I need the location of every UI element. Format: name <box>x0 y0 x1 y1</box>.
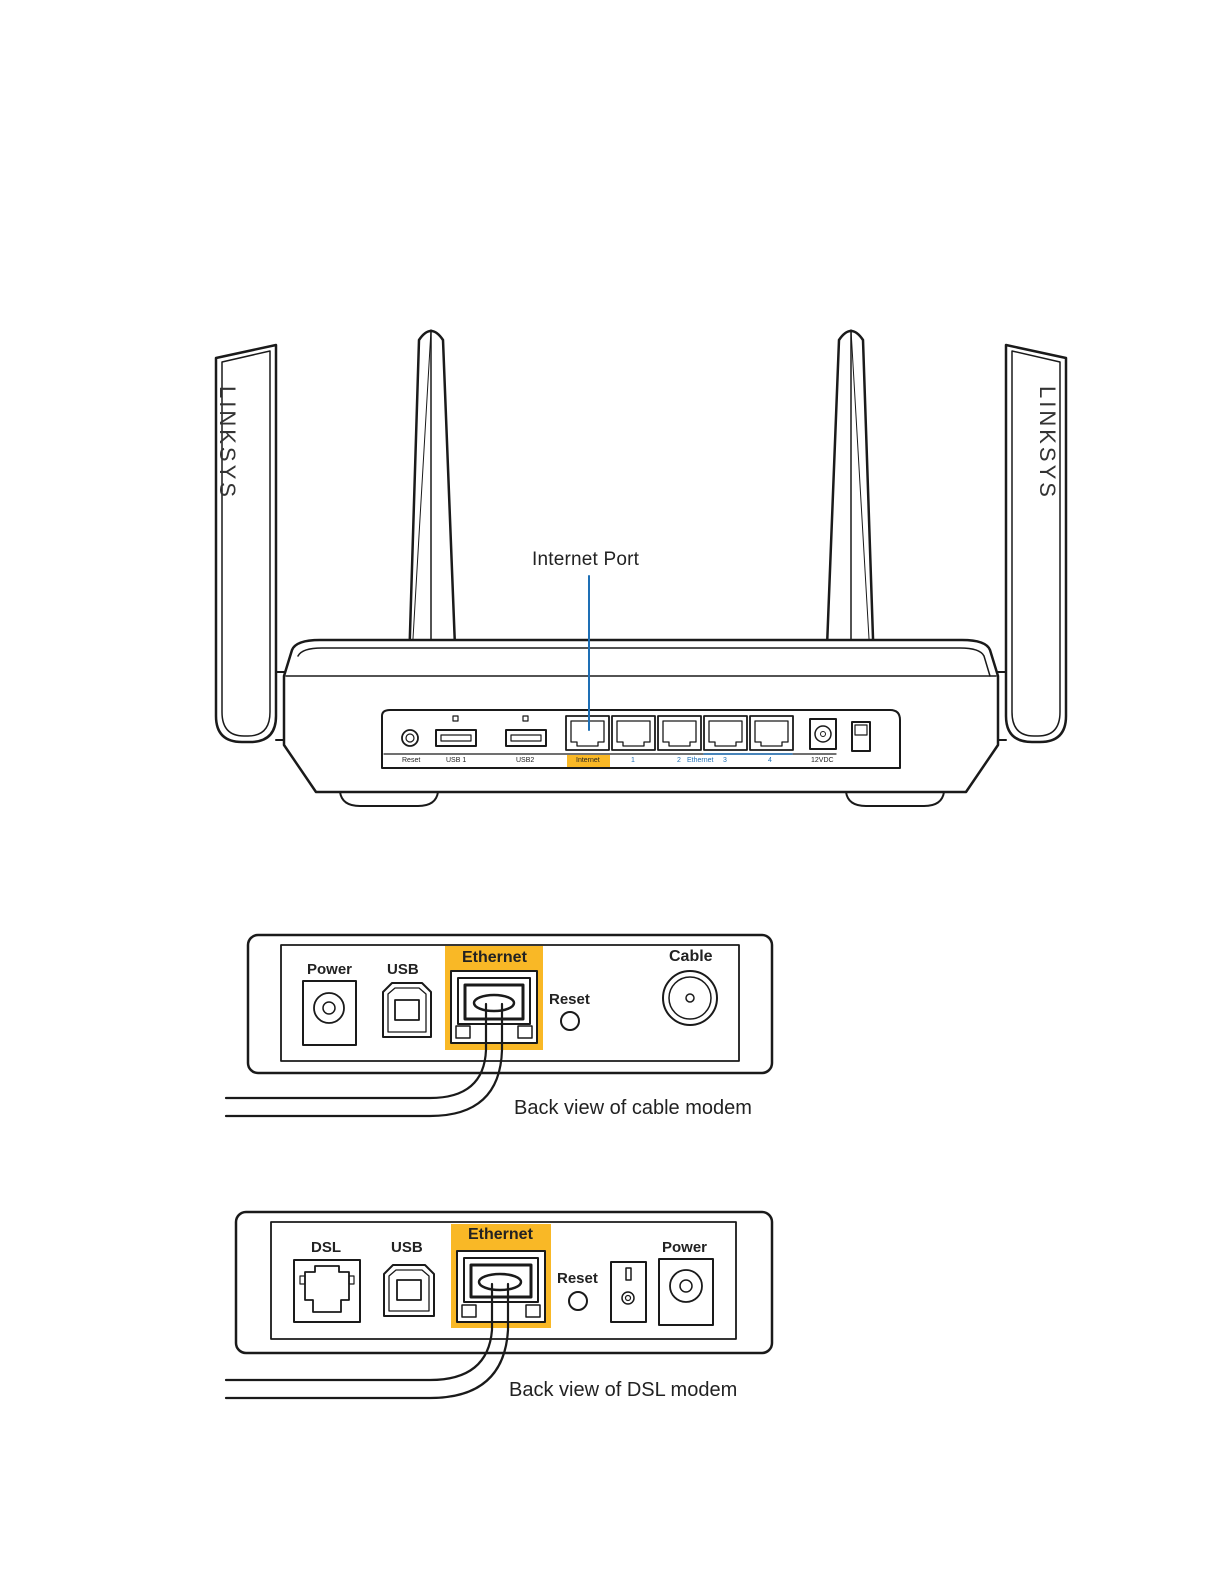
cable-modem-reset-label: Reset <box>549 991 590 1008</box>
dsl-modem-ethernet-label: Ethernet <box>468 1226 533 1244</box>
dsl-modem-dsl-label: DSL <box>311 1239 341 1256</box>
internet-port-callout: Internet Port <box>532 549 639 571</box>
router-lan3-label: 3 <box>723 757 727 764</box>
router-lan2-label: 2 <box>677 757 681 764</box>
dsl-modem-power-label: Power <box>662 1239 707 1256</box>
router-body <box>284 640 998 806</box>
dsl-modem-ethernet-port <box>457 1251 545 1322</box>
router-brand-left: LINKSYS <box>214 386 240 500</box>
router-ethernet-label: Ethernet <box>687 757 713 764</box>
router-lan4-label: 4 <box>768 757 772 764</box>
cable-modem-cable-label: Cable <box>669 948 713 966</box>
router-lan1-label: 1 <box>631 757 635 764</box>
cable-modem-ethernet-port <box>451 971 537 1043</box>
router-power-label: 12VDC <box>811 757 834 764</box>
router-usb2-label: USB2 <box>516 757 534 764</box>
cable-modem-caption: Back view of cable modem <box>514 1097 752 1120</box>
dsl-modem-caption: Back view of DSL modem <box>509 1379 737 1402</box>
cable-modem-power-label: Power <box>307 961 352 978</box>
dsl-modem-usb-label: USB <box>391 1239 423 1256</box>
router-illustration <box>216 330 1066 806</box>
router-internet-label: Internet <box>576 757 600 764</box>
router-brand-right: LINKSYS <box>1034 386 1060 500</box>
cable-modem-usb-label: USB <box>387 961 419 978</box>
router-usb1-label: USB 1 <box>446 757 466 764</box>
cable-modem-ethernet-label: Ethernet <box>462 949 527 967</box>
dsl-modem-reset-label: Reset <box>557 1270 598 1287</box>
router-reset-label: Reset <box>402 757 420 764</box>
